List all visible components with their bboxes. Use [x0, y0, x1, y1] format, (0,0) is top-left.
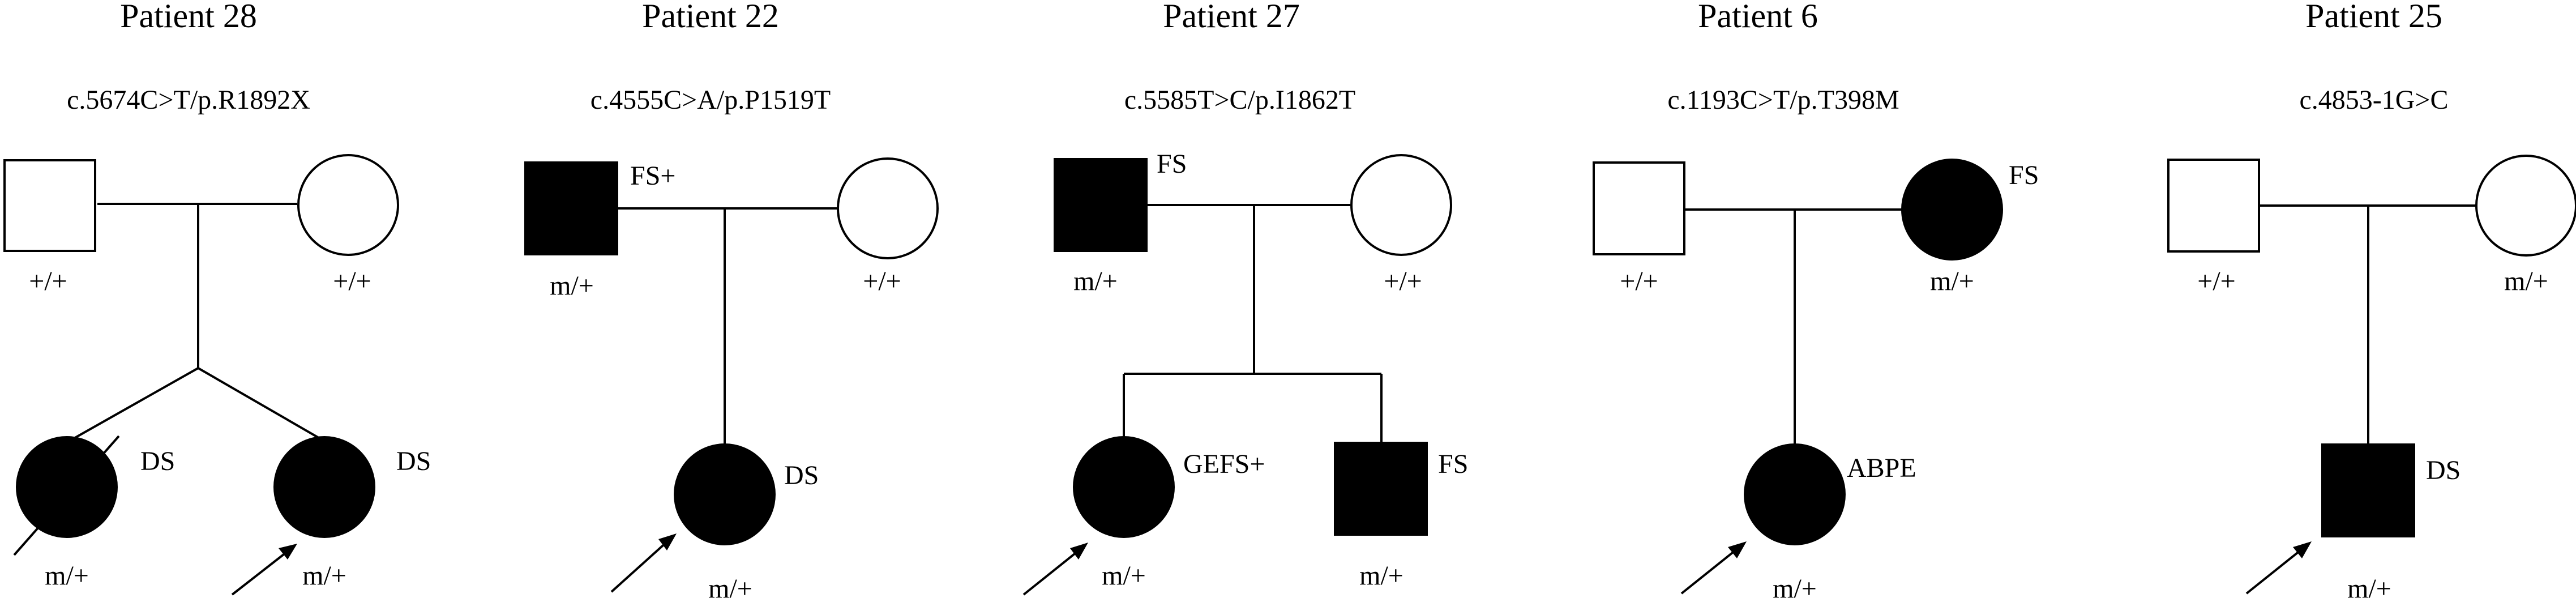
child-phenotype: DS [396, 446, 431, 476]
father-genotype: m/+ [550, 271, 594, 301]
child-phenotype: DS [140, 446, 175, 476]
pedigree-title: Patient 22 [642, 0, 779, 35]
proband-arrow-icon [231, 544, 297, 596]
mother-circle-icon [297, 154, 399, 256]
child-phenotype: FS [1438, 449, 1468, 479]
variant-label: c.5674C>T/p.R1892X [67, 85, 310, 115]
child-circle-icon [16, 436, 118, 538]
pedigree-patient-22: Patient 22 c.4555C>A/p.P1519T FS+ m/+ +/… [524, 0, 939, 602]
mother-circle-icon [1901, 159, 2003, 261]
child-genotype: m/+ [1773, 574, 1817, 602]
variant-label: c.4853-1G>C [2299, 85, 2448, 115]
deceased-slash-icon [13, 435, 120, 556]
proband-circle-icon [273, 436, 375, 538]
father-genotype: +/+ [29, 266, 67, 296]
child-genotype: m/+ [1359, 561, 1403, 591]
proband-arrow-icon [610, 533, 677, 593]
proband-circle-icon [674, 443, 776, 545]
pedigree-patient-27: Patient 27 c.5585T>C/p.I1862T FS m/+ +/+… [1022, 0, 1468, 596]
child-square-icon [1334, 442, 1428, 536]
mother-phenotype: FS [2009, 160, 2039, 190]
pedigree-title: Patient 28 [120, 0, 257, 35]
twin-line [197, 367, 327, 443]
pedigree-patient-28: Patient 28 c.5674C>T/p.R1892X +/+ +/+ DS… [3, 0, 431, 596]
proband-arrow-icon [2245, 541, 2312, 595]
father-genotype: +/+ [1620, 266, 1658, 296]
twin-line [67, 367, 199, 443]
child-genotype: m/+ [708, 574, 752, 602]
mother-circle-icon [837, 157, 939, 259]
mother-genotype: +/+ [333, 266, 371, 296]
pedigree-patient-6: Patient 6 c.1193C>T/p.T398M +/+ FS m/+ A… [1593, 0, 2039, 602]
child-genotype: m/+ [2347, 574, 2391, 602]
pedigree-patient-25: Patient 25 c.4853-1G>C +/+ m/+ DS m/+ [2167, 0, 2576, 602]
father-square-icon [3, 159, 96, 252]
pedigree-title: Patient 6 [1698, 0, 1818, 35]
father-square-icon [1593, 161, 1685, 255]
father-genotype: m/+ [1073, 266, 1118, 296]
mother-circle-icon [1350, 154, 1452, 256]
proband-circle-icon [1744, 443, 1846, 545]
proband-arrow-icon [1022, 543, 1088, 596]
variant-label: c.4555C>A/p.P1519T [590, 85, 831, 115]
father-square-icon [524, 161, 618, 255]
child-phenotype: DS [784, 460, 819, 490]
father-square-icon [2167, 159, 2260, 253]
variant-label: c.1193C>T/p.T398M [1667, 85, 1899, 115]
proband-square-icon [2321, 443, 2415, 537]
father-genotype: +/+ [2197, 266, 2235, 296]
father-phenotype: FS [1157, 149, 1187, 179]
child-phenotype: DS [2426, 455, 2461, 485]
mother-genotype: +/+ [1384, 266, 1422, 296]
child-genotype: m/+ [1102, 561, 1146, 591]
proband-arrow-icon [1680, 541, 1747, 595]
father-square-icon [1054, 158, 1148, 252]
mother-genotype: +/+ [863, 266, 901, 296]
mother-circle-icon [2475, 155, 2576, 257]
child-phenotype: ABPE [1847, 453, 1916, 483]
pedigree-title: Patient 27 [1163, 0, 1300, 35]
proband-circle-icon [1073, 436, 1175, 538]
variant-label: c.5585T>C/p.I1862T [1124, 85, 1355, 115]
mother-genotype: m/+ [1930, 266, 1974, 296]
child-genotype: m/+ [45, 561, 89, 591]
child-genotype: m/+ [302, 561, 346, 591]
pedigree-title: Patient 25 [2305, 0, 2442, 35]
father-phenotype: FS+ [630, 161, 675, 191]
child-phenotype: GEFS+ [1183, 449, 1265, 479]
mother-genotype: m/+ [2504, 266, 2548, 296]
